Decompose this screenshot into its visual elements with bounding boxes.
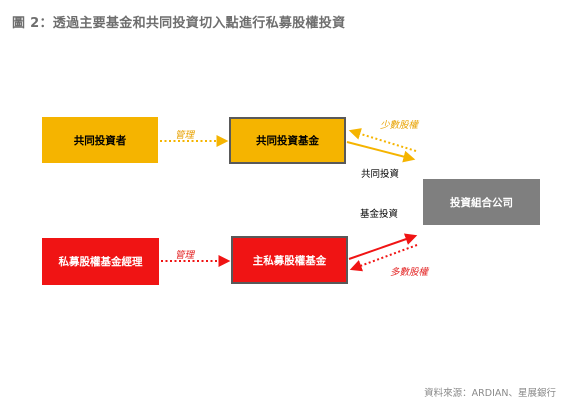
portfolio-company-box: 投資組合公司 [423, 179, 540, 225]
source-note: 資料來源：ARDIAN、星展銀行 [424, 388, 556, 399]
manage-label-top: 管理 [175, 130, 195, 141]
common-investor-box: 共同投資者 [42, 117, 158, 163]
majority-equity-label: 多數股權 [390, 267, 429, 278]
manage-label-bottom: 管理 [175, 250, 195, 261]
minority-equity-label: 少數股權 [380, 120, 419, 131]
co-investment-arrow [346, 141, 416, 163]
common-fund-box: 共同投資基金 [229, 117, 346, 164]
main-pe-fund-box: 主私募股權基金 [231, 236, 348, 284]
co-investment-label: 共同投資 [361, 169, 400, 180]
diagram-title: 圖 2：透過主要基金和共同投資切入點進行私募股權投資 [12, 16, 346, 31]
pe-manager-box: 私募股權基金經理 [42, 238, 159, 285]
minority-equity-arrow [348, 128, 417, 152]
fund-investment-label: 基金投資 [360, 209, 399, 220]
fund-investment-arrow [348, 233, 418, 260]
